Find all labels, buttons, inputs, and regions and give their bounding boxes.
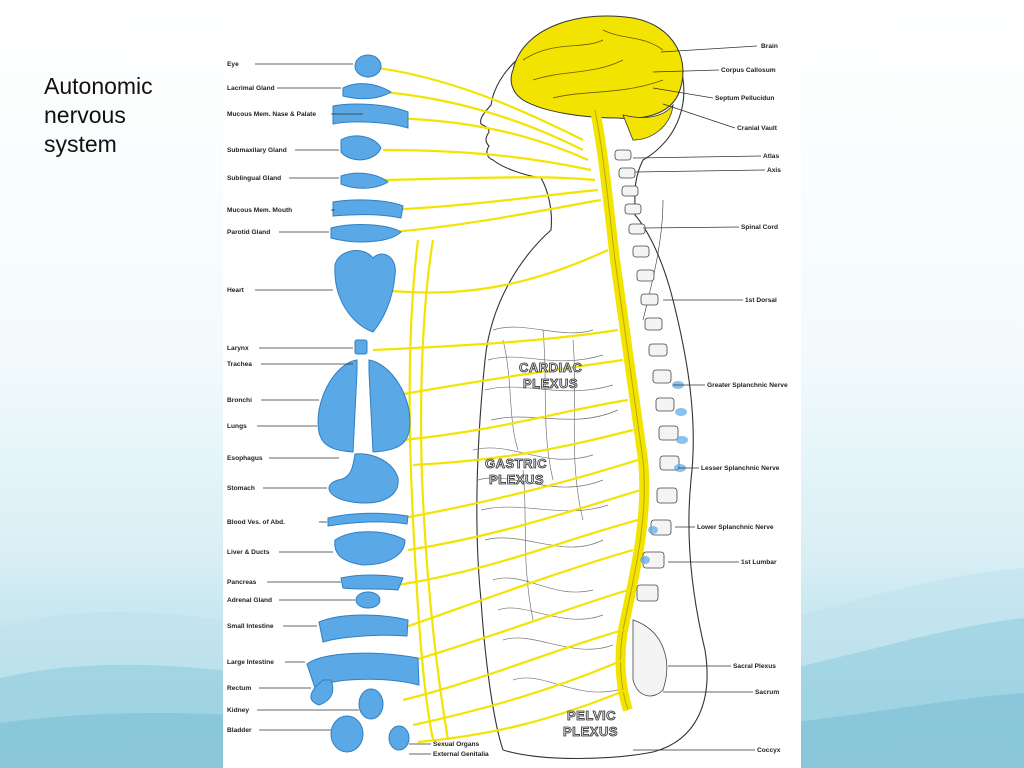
label-esophagus: Esophagus (227, 455, 263, 462)
small-intestine-organ (318, 614, 409, 643)
label-large-intestine: Large Intestine (227, 659, 274, 666)
blood-vessel-organ (327, 512, 409, 527)
label-bladder: Bladder (227, 727, 252, 734)
label-kidney: Kidney (227, 707, 249, 714)
label-cranial-vault: Cranial Vault (737, 125, 778, 132)
label-gastric-plexus-line1: GASTRIC (485, 456, 547, 471)
mouth-mucosa-organ (332, 199, 404, 219)
bottom-labels: Sexual Organs External Genitalia (409, 741, 489, 758)
label-adrenal-gland: Adrenal Gland (227, 597, 272, 604)
spinal-cord (590, 109, 688, 712)
nervous-system-diagram: Eye Lacrimal Gland Mucous Mem. Nase & Pa… (223, 0, 801, 768)
label-axis: Axis (767, 167, 781, 174)
label-1st-lumbar: 1st Lumbar (741, 559, 777, 566)
rectum-organ (310, 679, 334, 706)
label-lower-splanchnic: Lower Splanchnic Nerve (697, 524, 774, 531)
label-gastric-plexus-line2: PLEXUS (489, 472, 544, 487)
label-coccyx: Coccyx (757, 747, 781, 754)
label-external-genitalia: External Genitalia (433, 751, 489, 758)
parotid-organ (330, 224, 402, 243)
left-leader-lines (255, 63, 363, 731)
plexus-network (472, 326, 619, 693)
label-sublingual-gland: Sublingual Gland (227, 175, 281, 182)
nasal-mucosa-organ (332, 103, 409, 129)
left-labels: Eye Lacrimal Gland Mucous Mem. Nase & Pa… (227, 61, 316, 734)
label-cardiac-plexus-line1: CARDIAC (519, 360, 583, 375)
label-submaxilary-gland: Submaxilary Gland (227, 147, 287, 154)
heart-organ (334, 250, 396, 333)
pancreas-organ (340, 574, 404, 591)
stomach-organ (328, 453, 399, 504)
label-heart: Heart (227, 287, 245, 294)
right-labels: Brain Corpus Callosum Septum Pellucidun … (697, 43, 788, 754)
label-sacrum: Sacrum (755, 689, 779, 696)
label-mucous-mouth: Mucous Mem. Mouth (227, 207, 292, 214)
label-small-intestine: Small Intestine (227, 623, 274, 630)
label-lungs: Lungs (227, 423, 247, 430)
label-cardiac-plexus-line2: PLEXUS (523, 376, 578, 391)
label-larynx: Larynx (227, 345, 249, 352)
sublingual-organ (340, 172, 389, 189)
plexus-labels: CARDIAC PLEXUS GASTRIC PLEXUS PELVIC PLE… (485, 360, 618, 740)
label-spinal-cord: Spinal Cord (741, 224, 778, 231)
diagram-svg: Eye Lacrimal Gland Mucous Mem. Nase & Pa… (227, 15, 788, 760)
label-parotid-gland: Parotid Gland (227, 229, 270, 236)
label-liver-ducts: Liver & Ducts (227, 549, 270, 556)
label-blood-vessels: Blood Ves. of Abd. (227, 519, 285, 526)
label-septum-pellucidun: Septum Pellucidun (715, 95, 774, 102)
label-greater-splanchnic: Greater Splanchnic Nerve (707, 382, 788, 389)
label-sacral-plexus: Sacral Plexus (733, 663, 776, 670)
bladder-organ (330, 715, 364, 753)
slide-title-line: system (44, 131, 117, 157)
kidney-organ (358, 688, 384, 720)
large-intestine-organ (306, 652, 420, 689)
label-corpus-callosum: Corpus Callosum (721, 67, 776, 74)
larynx-organ (354, 339, 368, 355)
nerve-fibres (372, 66, 642, 744)
adrenal-organ (355, 591, 381, 609)
slide-title-line: Autonomic (44, 73, 153, 99)
label-rectum: Rectum (227, 685, 251, 692)
eye-organ (354, 54, 382, 78)
liver-organ (334, 531, 406, 566)
label-sexual-organs: Sexual Organs (433, 741, 480, 748)
lacrimal-organ (342, 83, 392, 100)
organs (306, 54, 420, 753)
submaxillary-organ (340, 135, 382, 161)
label-lacrimal-gland: Lacrimal Gland (227, 85, 275, 92)
label-mucous-nose: Mucous Mem. Nase & Palate (227, 111, 316, 118)
label-pancreas: Pancreas (227, 579, 257, 586)
brain (510, 15, 684, 141)
slide-title-line: nervous (44, 102, 126, 128)
lungs-organ (317, 359, 411, 453)
sexual-organ (388, 725, 410, 751)
label-atlas: Atlas (763, 153, 779, 160)
label-lesser-splanchnic: Lesser Splanchnic Nerve (701, 465, 780, 472)
label-pelvic-plexus-line2: PLEXUS (563, 724, 618, 739)
label-stomach: Stomach (227, 485, 255, 492)
label-brain: Brain (761, 43, 778, 50)
right-leader-lines (632, 45, 766, 751)
slide-title: Autonomic nervous system (44, 72, 214, 159)
label-bronchi: Bronchi (227, 397, 252, 404)
label-eye: Eye (227, 61, 239, 68)
label-trachea: Trachea (227, 361, 252, 368)
label-pelvic-plexus-line1: PELVIC (567, 708, 616, 723)
label-1st-dorsal: 1st Dorsal (745, 297, 777, 304)
